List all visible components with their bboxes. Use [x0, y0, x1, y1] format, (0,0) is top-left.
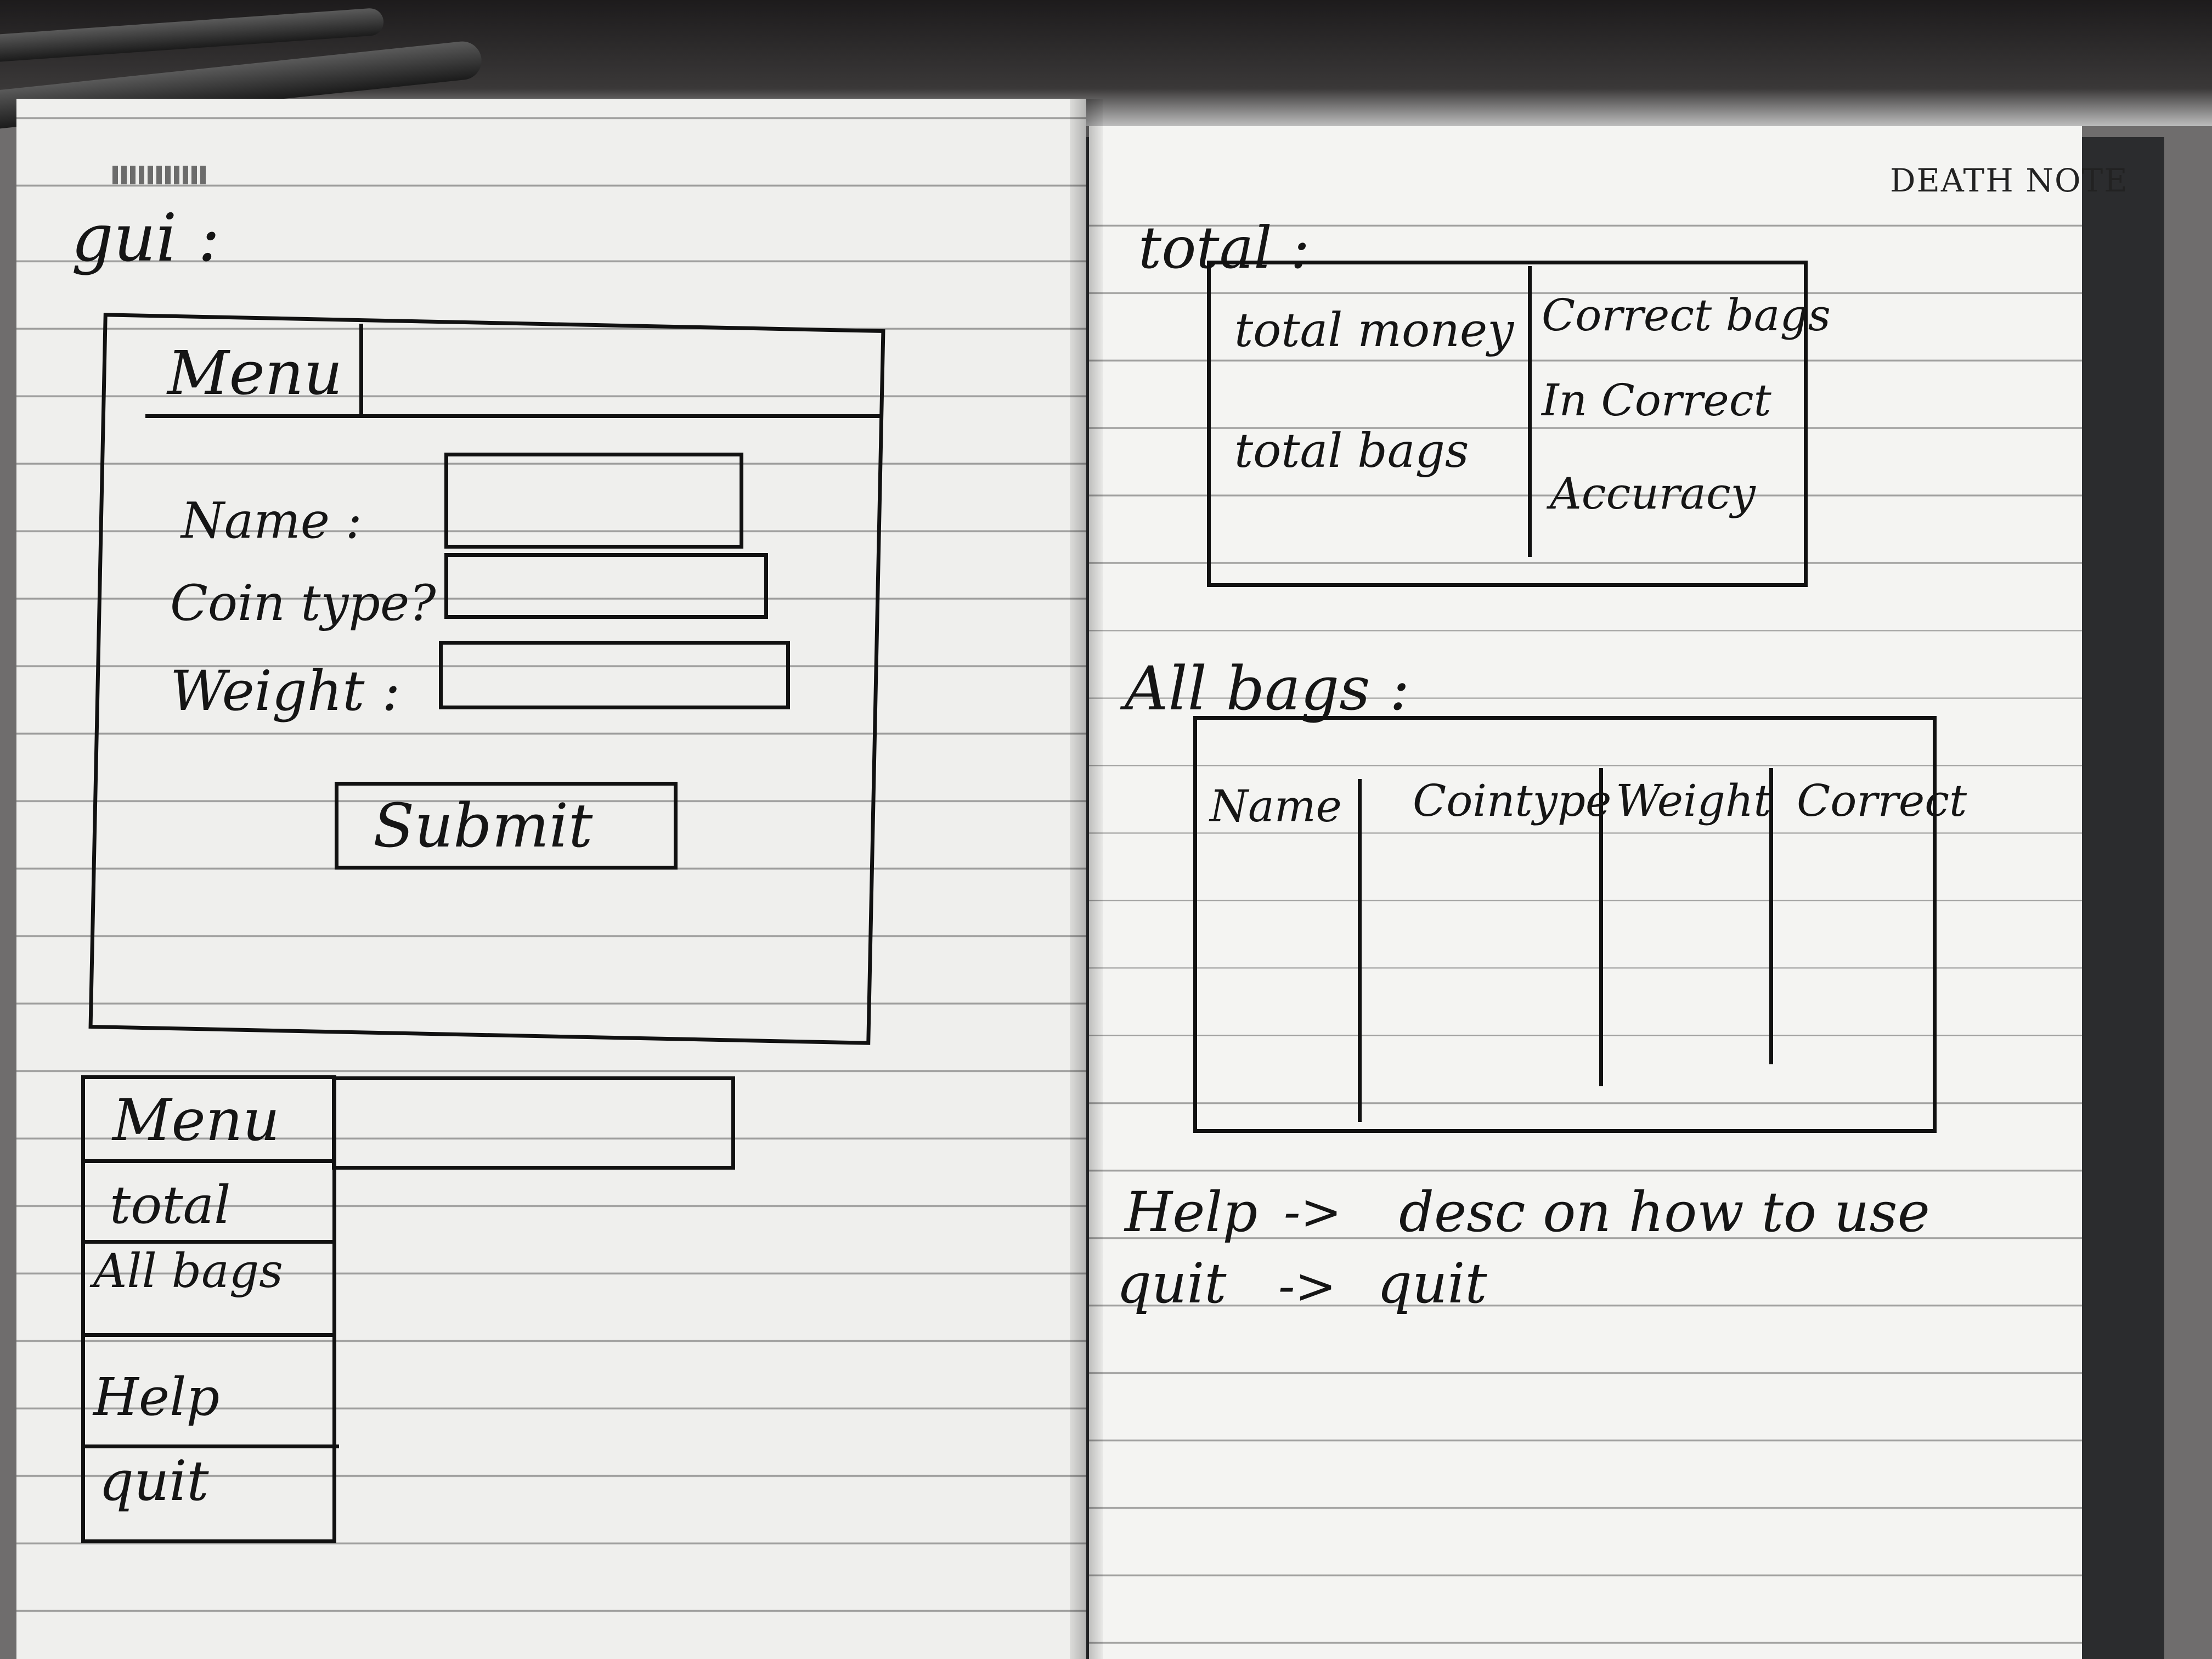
name-field-sketch [444, 453, 743, 549]
menu-separator [359, 324, 363, 417]
column-header-name: Name [1210, 781, 1342, 832]
all-bags-heading: All bags : [1125, 653, 1410, 724]
column-header-weight: Weight [1616, 775, 1771, 826]
menu-list-box [81, 1159, 336, 1543]
right-page [1089, 126, 2082, 1659]
note-arrow: -> [1284, 1183, 1342, 1241]
total-money-label: total money [1234, 303, 1514, 358]
total-heading: total : [1138, 215, 1310, 281]
weight-field-sketch [439, 641, 790, 709]
note-quit-text: quit [1377, 1251, 1487, 1316]
name-label: Name : [181, 492, 362, 550]
column-header-correct: Correct [1797, 775, 1967, 826]
menu-divider [81, 1333, 336, 1337]
menu-item-total: total [110, 1175, 231, 1235]
submit-label: Submit [373, 791, 593, 861]
menu-bar-rest [332, 1076, 735, 1170]
note-help-label: Help [1125, 1180, 1258, 1244]
coin-type-label: Coin type? [170, 574, 436, 632]
all-bags-table-frame [1193, 716, 1937, 1133]
coin-type-field-sketch [444, 553, 768, 619]
gui-heading: gui : [71, 200, 221, 276]
accuracy-label: Accuracy [1550, 468, 1756, 519]
notebook-gutter [1070, 99, 1103, 1659]
menubar-line [145, 414, 881, 418]
correct-bags-label: Correct bags [1542, 290, 1831, 341]
column-divider [1358, 779, 1362, 1122]
incorrect-label: In Correct [1542, 375, 1771, 426]
total-table-frame [1207, 261, 1808, 587]
menu-divider [81, 1444, 339, 1448]
menu-item-help: Help [93, 1367, 220, 1427]
notebook-brand: DEATH NOTE [1890, 162, 2129, 199]
total-table-divider [1528, 266, 1532, 557]
menu-item-quit: quit [99, 1449, 209, 1513]
column-header-cointype: Cointype [1413, 775, 1612, 826]
note-quit-label: quit [1116, 1251, 1227, 1316]
brand-logo-mark [112, 166, 206, 184]
column-divider [1599, 768, 1603, 1086]
submit-button-sketch [335, 782, 678, 870]
column-divider [1769, 768, 1773, 1064]
form-menu-label: Menu [167, 338, 343, 408]
note-arrow: -> [1278, 1257, 1336, 1315]
menu-divider [81, 1240, 336, 1244]
left-page [16, 99, 1086, 1659]
weight-label: Weight : [170, 659, 400, 723]
note-help-text: desc on how to use [1399, 1180, 1930, 1244]
dropdown-menu-label: Menu [112, 1087, 280, 1154]
menu-item-all-bags: All bags [93, 1244, 283, 1299]
total-bags-label: total bags [1234, 424, 1469, 478]
